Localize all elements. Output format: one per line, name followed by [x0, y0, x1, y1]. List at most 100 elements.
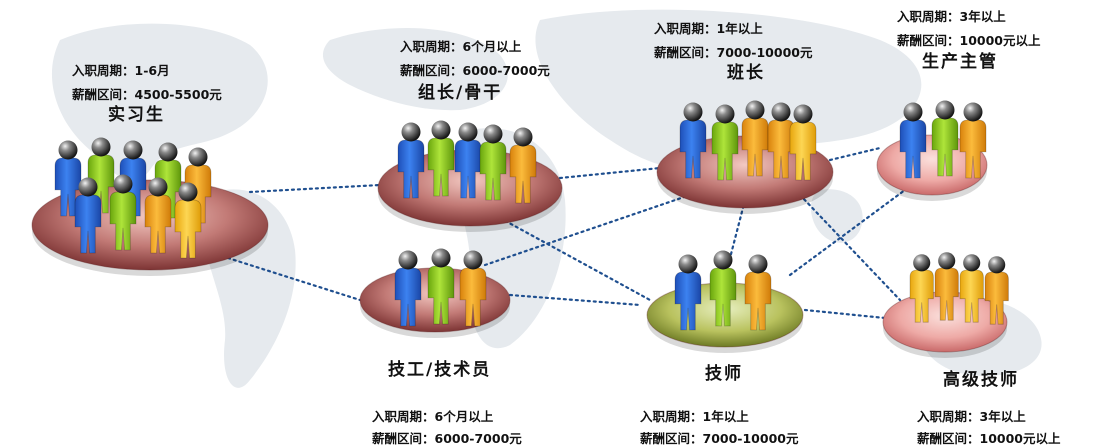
- head-icon: [431, 120, 451, 140]
- person-icon: [427, 248, 455, 325]
- node-monitor-info: 入职周期：1年以上 薪酬区间：7000-10000元: [654, 21, 813, 60]
- node-tech-info: 入职周期：1年以上 薪酬区间：7000-10000元: [640, 409, 799, 446]
- group-tech: [646, 250, 804, 353]
- leader-period: 入职周期：6个月以上: [400, 39, 522, 54]
- person-icon: [674, 254, 702, 331]
- head-icon: [903, 102, 923, 122]
- person-icon: [459, 250, 487, 327]
- head-icon: [123, 140, 143, 160]
- link-worker-monitor: [483, 193, 692, 267]
- person-icon: [767, 102, 795, 179]
- person-icon: [479, 124, 507, 201]
- person-icon: [54, 140, 82, 217]
- head-icon: [793, 104, 813, 124]
- head-icon: [483, 124, 503, 144]
- node-leader-info: 入职周期：6个月以上 薪酬区间：6000-7000元: [400, 39, 550, 78]
- person-icon: [74, 177, 102, 254]
- person-icon: [709, 250, 737, 327]
- head-icon: [935, 100, 955, 120]
- head-icon: [91, 137, 111, 157]
- link-intern-leader: [248, 183, 382, 194]
- group-intern: [31, 137, 269, 276]
- person-icon: [959, 254, 984, 323]
- head-icon: [715, 104, 735, 124]
- person-icon: [397, 122, 425, 199]
- monitor-salary: 薪酬区间：7000-10000元: [654, 45, 813, 60]
- person-icon: [427, 120, 455, 197]
- node-intern-info: 入职周期：1-6月 薪酬区间：4500-5500元: [72, 63, 222, 102]
- senior-salary: 薪酬区间：10000元以上: [917, 431, 1061, 446]
- person-icon: [394, 250, 422, 327]
- senior-period: 入职周期：3年以上: [917, 409, 1026, 424]
- link-monitor-tech: [728, 198, 747, 260]
- link-monitor-senior: [798, 193, 902, 302]
- head-icon: [188, 147, 208, 167]
- person-icon: [679, 102, 707, 179]
- head-icon: [745, 100, 765, 120]
- tech-salary: 薪酬区间：7000-10000元: [640, 431, 799, 446]
- link-leader-monitor: [558, 166, 662, 180]
- manager-title: 生产主管: [922, 51, 998, 72]
- head-icon: [148, 177, 168, 197]
- manager-salary: 薪酬区间：10000元以上: [897, 33, 1041, 48]
- person-icon: [744, 254, 772, 331]
- person-icon: [144, 177, 172, 254]
- link-tech-senior: [803, 308, 887, 320]
- person-icon: [959, 102, 987, 179]
- intern-title: 实习生: [108, 104, 165, 125]
- tech-period: 入职周期：1年以上: [640, 409, 749, 424]
- head-icon: [748, 254, 768, 274]
- head-icon: [963, 254, 981, 272]
- person-icon: [109, 174, 137, 251]
- person-icon: [119, 140, 147, 217]
- person-icon: [509, 127, 537, 204]
- monitor-period: 入职周期：1年以上: [654, 21, 763, 36]
- person-icon: [899, 102, 927, 179]
- labels: 入职周期：1-6月 薪酬区间：4500-5500元 实习生 入职周期：6个月以上…: [72, 9, 1061, 446]
- head-icon: [988, 256, 1006, 274]
- group-senior: [882, 252, 1009, 358]
- head-icon: [113, 174, 133, 194]
- intern-period: 入职周期：1-6月: [72, 63, 170, 78]
- head-icon: [458, 122, 478, 142]
- head-icon: [401, 122, 421, 142]
- person-icon: [711, 104, 739, 181]
- worker-title: 技工/技术员: [388, 359, 491, 380]
- manager-period: 入职周期：3年以上: [897, 9, 1006, 24]
- group-worker: [359, 248, 511, 338]
- head-icon: [178, 182, 198, 202]
- person-icon: [931, 100, 959, 177]
- head-icon: [683, 102, 703, 122]
- tech-title: 技师: [705, 363, 743, 384]
- link-monitor-manager: [828, 146, 882, 162]
- head-icon: [158, 142, 178, 162]
- node-senior-info: 入职周期：3年以上 薪酬区间：10000元以上: [917, 409, 1061, 446]
- intern-salary: 薪酬区间：4500-5500元: [72, 87, 222, 102]
- leader-title: 组长/骨干: [418, 82, 502, 103]
- head-icon: [938, 252, 956, 270]
- head-icon: [58, 140, 78, 160]
- monitor-title: 班长: [727, 62, 765, 83]
- person-icon: [909, 254, 934, 323]
- person-icon: [984, 256, 1009, 325]
- person-icon: [789, 104, 817, 181]
- head-icon: [771, 102, 791, 122]
- head-icon: [678, 254, 698, 274]
- worker-salary: 薪酬区间：6000-7000元: [372, 431, 522, 446]
- node-worker-info: 入职周期：6个月以上 薪酬区间：6000-7000元: [372, 409, 522, 446]
- link-worker-tech: [508, 293, 642, 307]
- person-icon: [934, 252, 959, 321]
- senior-title: 高级技师: [943, 369, 1019, 390]
- leader-salary: 薪酬区间：6000-7000元: [400, 63, 550, 78]
- group-manager: [876, 100, 988, 201]
- head-icon: [513, 127, 533, 147]
- connector-lines: [226, 146, 907, 320]
- link-intern-worker: [226, 256, 362, 302]
- worker-period: 入职周期：6个月以上: [372, 409, 494, 424]
- group-leader: [377, 120, 563, 232]
- head-icon: [963, 102, 983, 122]
- link-tech-manager: [788, 188, 907, 277]
- link-leader-tech: [498, 216, 652, 302]
- person-icon: [174, 182, 202, 259]
